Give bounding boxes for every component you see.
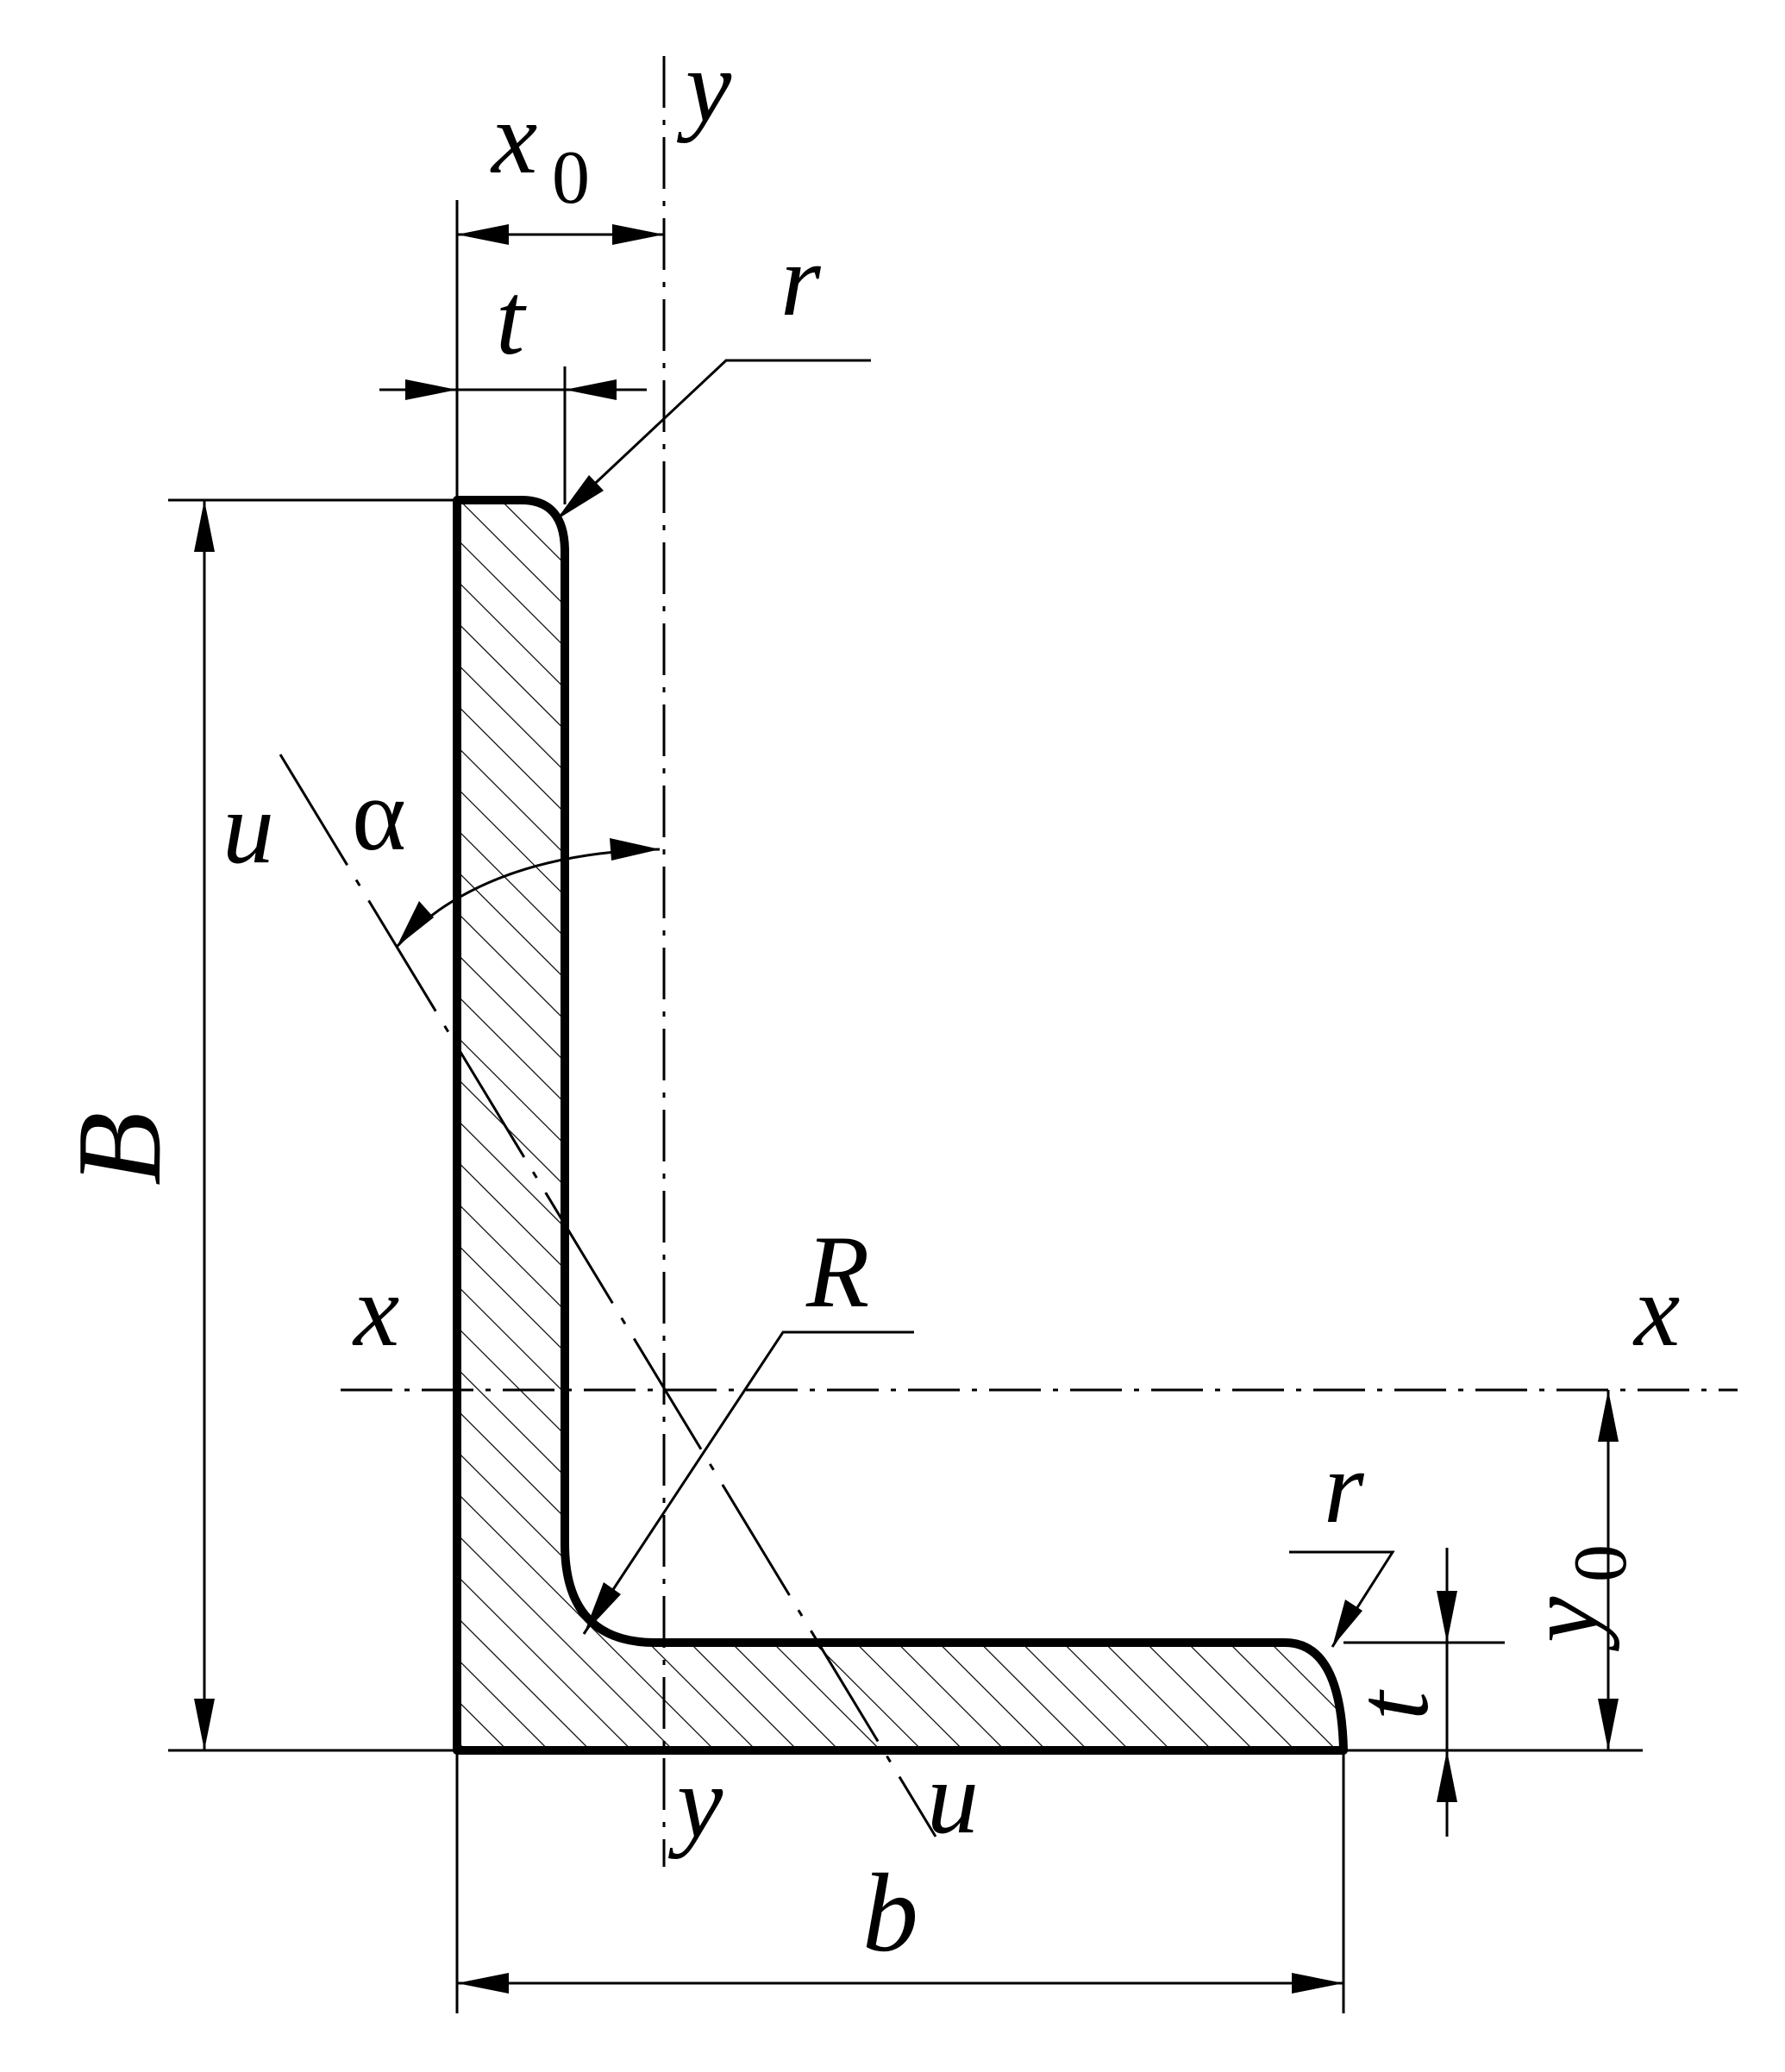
t-top-arrow-right — [565, 379, 617, 400]
R-leader-arrow — [584, 1582, 621, 1634]
label-x0-subscript: 0 — [552, 136, 590, 220]
label-y0-subscript: 0 — [1559, 1544, 1643, 1582]
label-y-top: y — [676, 28, 732, 143]
label-x-right: x — [1632, 1253, 1680, 1368]
r-right-leader-arrow — [1332, 1599, 1362, 1647]
angle-section-shape — [453, 496, 1348, 1755]
label-alpha: α — [352, 757, 406, 872]
r-top-leader-arrow — [556, 475, 604, 520]
label-x0: x — [490, 80, 537, 195]
alpha-arrow-left — [397, 901, 434, 947]
alpha-arrow-right — [610, 838, 660, 861]
label-R: R — [805, 1214, 869, 1329]
label-x-left: x — [352, 1253, 399, 1368]
label-y-bottom: y — [667, 1744, 723, 1859]
label-t-right: t — [1335, 1689, 1450, 1720]
t-top-arrow-left — [405, 379, 457, 400]
label-r-top: r — [780, 222, 822, 337]
r-top-leader — [554, 359, 871, 522]
label-t-top: t — [496, 261, 527, 376]
t-right-arrow-bottom — [1437, 1750, 1457, 1802]
label-b: b — [862, 1851, 918, 1975]
extension-lines — [168, 200, 1643, 2013]
axis-u-u — [279, 754, 937, 1837]
label-B: B — [53, 1111, 186, 1186]
label-y0: y — [1505, 1596, 1619, 1652]
label-u-bottom: u — [927, 1740, 979, 1855]
R-leader — [582, 1330, 914, 1635]
label-r-right: r — [1324, 1430, 1365, 1544]
label-u-left: u — [222, 770, 274, 885]
t-right-arrow-top — [1437, 1591, 1457, 1643]
